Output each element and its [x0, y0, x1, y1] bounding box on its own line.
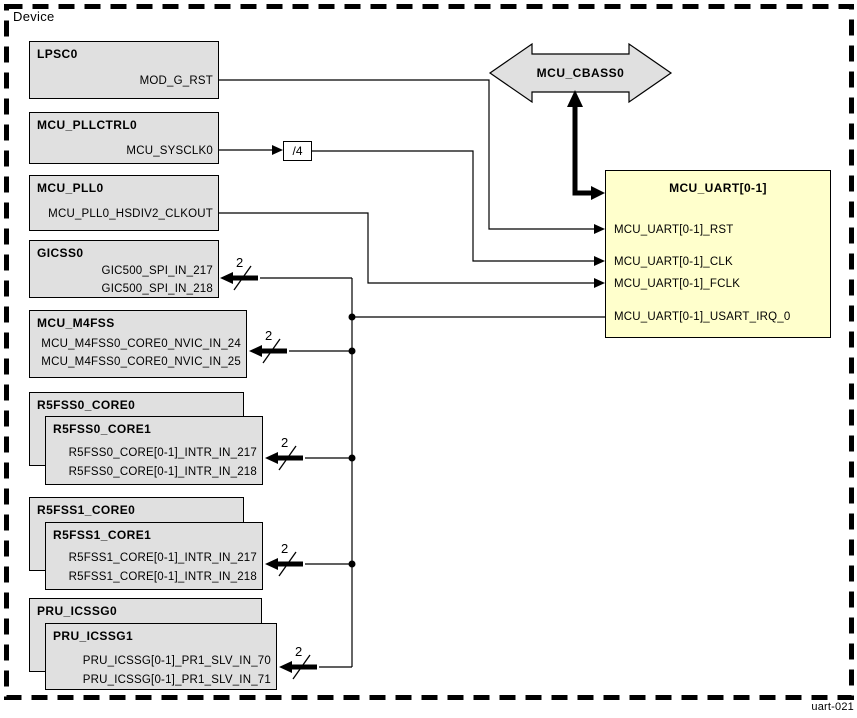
block-title: PRU_ICSSG1: [53, 629, 134, 643]
port-r5fss0-intr-in-217: R5FSS0_CORE[0-1]_INTR_IN_217: [68, 447, 257, 459]
port-r5fss1-intr-in-218: R5FSS1_CORE[0-1]_INTR_IN_218: [68, 571, 257, 583]
block-title: R5FSS0_CORE1: [53, 422, 152, 436]
port-mod-g-rst: MOD_G_RST: [139, 75, 213, 87]
block-title: GICSS0: [37, 246, 84, 260]
uart-title: MCU_UART[0-1]: [669, 181, 767, 195]
port-gic500-spi-in-217: GIC500_SPI_IN_217: [101, 265, 213, 277]
port-r5fss0-intr-in-218: R5FSS0_CORE[0-1]_INTR_IN_218: [68, 466, 257, 478]
port-uart-rst: MCU_UART[0-1]_RST: [614, 224, 734, 236]
block-title: PRU_ICSSG0: [37, 604, 118, 618]
block-title: R5FSS1_CORE1: [53, 528, 152, 542]
port-gic500-spi-in-218: GIC500_SPI_IN_218: [101, 283, 213, 295]
clock-divider-box: /4: [283, 141, 312, 161]
port-pru-icssg-pr1-slv-in-71: PRU_ICSSG[0-1]_PR1_SLV_IN_71: [82, 674, 271, 686]
block-lpsc0: LPSC0 MOD_G_RST: [29, 41, 219, 99]
port-uart-usart-irq: MCU_UART[0-1]_USART_IRQ_0: [614, 311, 791, 323]
port-r5fss1-intr-in-217: R5FSS1_CORE[0-1]_INTR_IN_217: [68, 552, 257, 564]
block-mcu-pllctrl0: MCU_PLLCTRL0 MCU_SYSCLK0: [29, 112, 219, 164]
block-gicss0: GICSS0 GIC500_SPI_IN_217 GIC500_SPI_IN_2…: [29, 240, 219, 298]
block-title: MCU_PLL0: [37, 181, 104, 195]
block-mcu-uart: MCU_UART[0-1] MCU_UART[0-1]_RST MCU_UART…: [605, 170, 831, 338]
block-mcu-m4fss: MCU_M4FSS MCU_M4FSS0_CORE0_NVIC_IN_24 MC…: [29, 310, 247, 378]
port-pru-icssg-pr1-slv-in-70: PRU_ICSSG[0-1]_PR1_SLV_IN_70: [82, 655, 271, 667]
port-m4fss-nvic-in-24: MCU_M4FSS0_CORE0_NVIC_IN_24: [41, 338, 241, 350]
block-title: LPSC0: [37, 47, 78, 61]
block-title: MCU_M4FSS: [37, 316, 115, 330]
port-uart-fclk: MCU_UART[0-1]_FCLK: [614, 278, 741, 290]
port-m4fss-nvic-in-25: MCU_M4FSS0_CORE0_NVIC_IN_25: [41, 356, 241, 368]
block-title: R5FSS1_CORE0: [37, 503, 136, 517]
block-r5fss0-core1: R5FSS0_CORE1 R5FSS0_CORE[0-1]_INTR_IN_21…: [45, 416, 263, 485]
block-r5fss1-core1: R5FSS1_CORE1 R5FSS1_CORE[0-1]_INTR_IN_21…: [45, 522, 263, 590]
port-mcu-pll0-hsdiv2-clkout: MCU_PLL0_HSDIV2_CLKOUT: [48, 208, 213, 220]
port-uart-clk: MCU_UART[0-1]_CLK: [614, 256, 733, 268]
block-title: R5FSS0_CORE0: [37, 398, 136, 412]
block-pru-icssg1: PRU_ICSSG1 PRU_ICSSG[0-1]_PR1_SLV_IN_70 …: [45, 623, 277, 690]
block-mcu-pll0: MCU_PLL0 MCU_PLL0_HSDIV2_CLKOUT: [29, 175, 219, 231]
block-title: MCU_PLLCTRL0: [37, 118, 138, 132]
port-mcu-sysclk0: MCU_SYSCLK0: [126, 145, 213, 157]
